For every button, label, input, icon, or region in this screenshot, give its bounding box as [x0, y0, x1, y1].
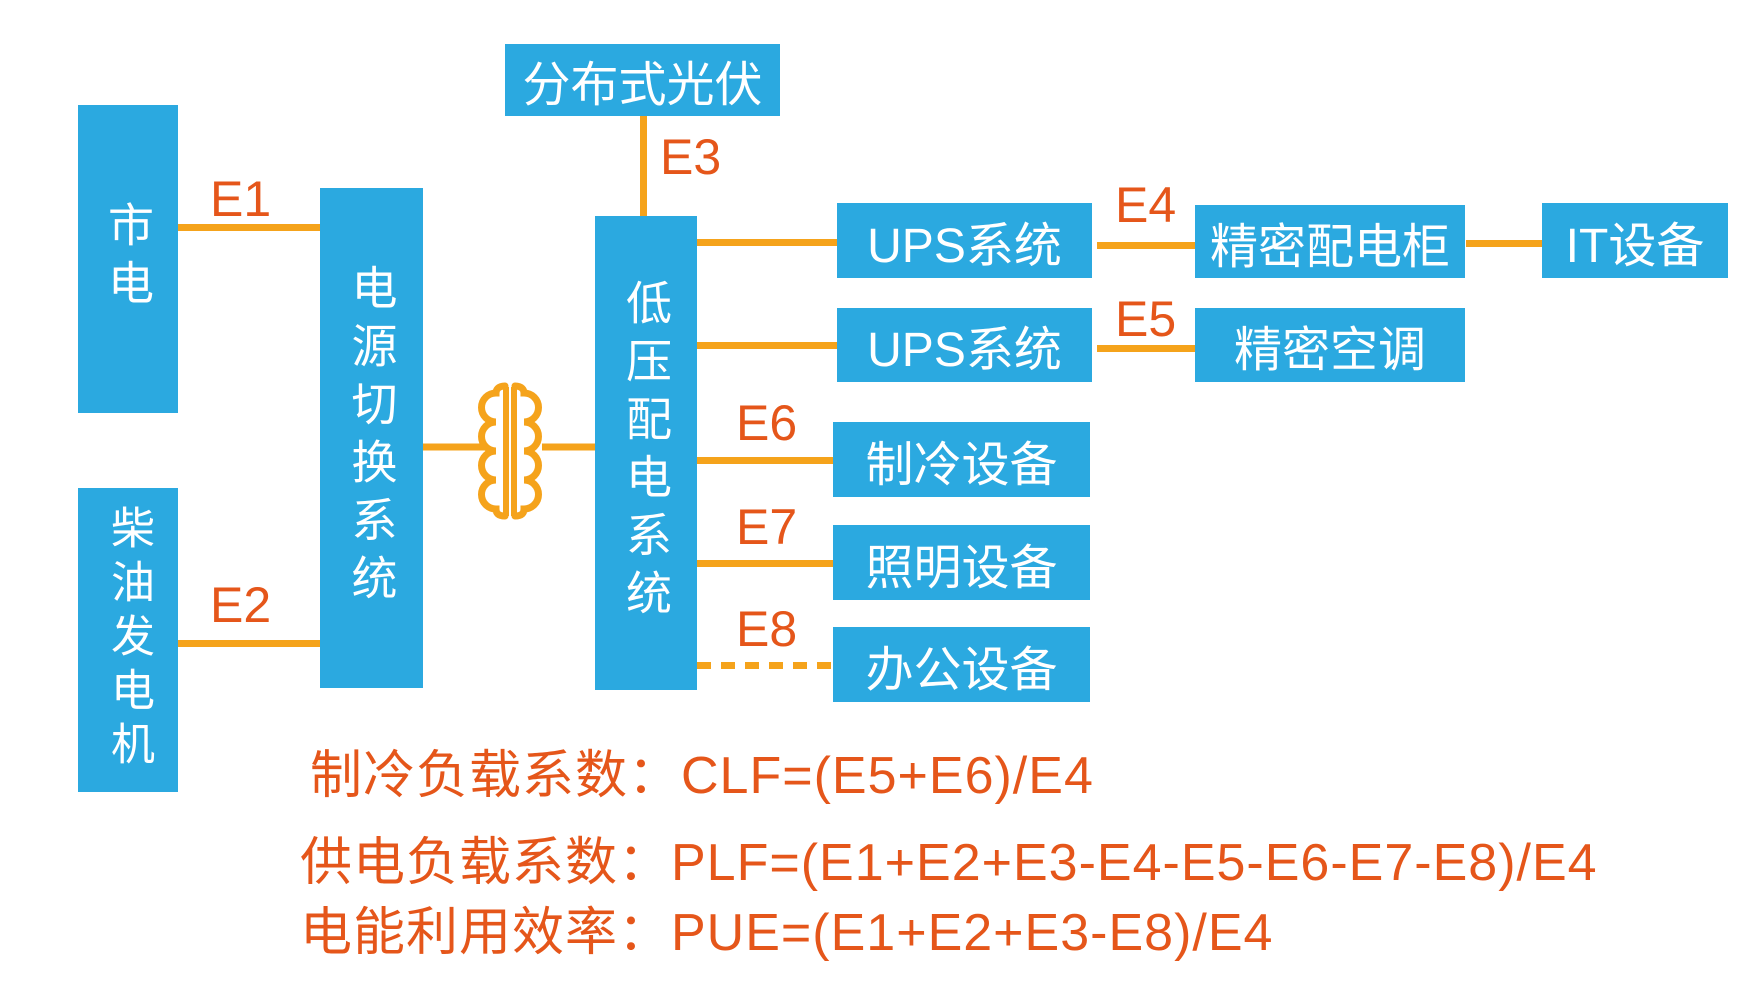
node-power-switch-system: 电源切换系统	[320, 188, 423, 688]
edge-label-e4: E4	[1115, 177, 1177, 233]
edge-line-e7	[697, 560, 835, 567]
node-ups-system-1-label: UPS系统	[867, 219, 1062, 273]
node-it-equipment-label: IT设备	[1565, 219, 1705, 273]
node-utility-power: 市电	[78, 105, 178, 413]
edge-label-e3: E3	[660, 129, 722, 185]
transformer-icon	[423, 382, 595, 520]
node-lighting-equipment: 照明设备	[833, 525, 1090, 600]
edge-line-e6	[697, 457, 835, 464]
node-office-equipment-label: 办公设备	[865, 643, 1058, 697]
edge-line-lv-to-ups2	[697, 342, 837, 349]
edge-line-lv-to-ups1	[697, 239, 837, 246]
edge-line-e3	[640, 116, 647, 216]
node-lighting-equipment-label: 照明设备	[865, 541, 1058, 595]
edge-label-e8: E8	[736, 601, 798, 657]
node-diesel-generator: 柴油发电机	[78, 488, 178, 792]
edge-label-e7: E7	[736, 499, 798, 555]
formula-pue: 电能利用效率：PUE=(E1+E2+E3-E8)/E4	[300, 904, 1274, 962]
node-precision-pdu: 精密配电柜	[1195, 205, 1465, 278]
formula-clf: 制冷负载系数：CLF=(E5+E6)/E4	[310, 747, 1094, 805]
node-ups-system-2-label: UPS系统	[867, 324, 1062, 377]
node-diesel-generator-label: 柴油发电机	[104, 505, 153, 775]
node-power-switch-system-label: 电源切换系统	[345, 264, 398, 612]
node-precision-ac: 精密空调	[1195, 308, 1465, 382]
node-lv-distribution-system: 低压配电系统	[595, 216, 697, 690]
node-ups-system-1: UPS系统	[837, 203, 1092, 278]
node-cooling-equipment-label: 制冷设备	[865, 438, 1058, 492]
formula-plf: 供电负载系数：PLF=(E1+E2+E3-E4-E5-E6-E7-E8)/E4	[300, 834, 1598, 892]
edge-line-e1	[178, 224, 320, 231]
edge-label-e2: E2	[210, 577, 272, 633]
edge-label-e1: E1	[210, 171, 272, 227]
node-ups-system-2: UPS系统	[837, 308, 1092, 382]
edge-line-e5	[1097, 345, 1195, 352]
node-distributed-pv-label: 分布式光伏	[522, 59, 763, 112]
node-precision-pdu-label: 精密配电柜	[1209, 220, 1450, 274]
edge-label-e5: E5	[1115, 291, 1177, 347]
node-distributed-pv: 分布式光伏	[505, 44, 780, 116]
edge-line-pdu-to-it	[1466, 240, 1542, 247]
node-office-equipment: 办公设备	[833, 627, 1090, 702]
node-lv-distribution-system-label: 低压配电系统	[620, 279, 672, 627]
edge-line-e2	[178, 640, 320, 647]
node-cooling-equipment: 制冷设备	[833, 422, 1090, 497]
node-precision-ac-label: 精密空调	[1233, 324, 1426, 377]
edge-line-e4	[1097, 242, 1195, 249]
edge-line-e8-dashed	[697, 662, 835, 669]
edge-label-e6: E6	[736, 395, 798, 451]
node-utility-power-label: 市电	[102, 201, 154, 317]
node-it-equipment: IT设备	[1542, 203, 1728, 278]
